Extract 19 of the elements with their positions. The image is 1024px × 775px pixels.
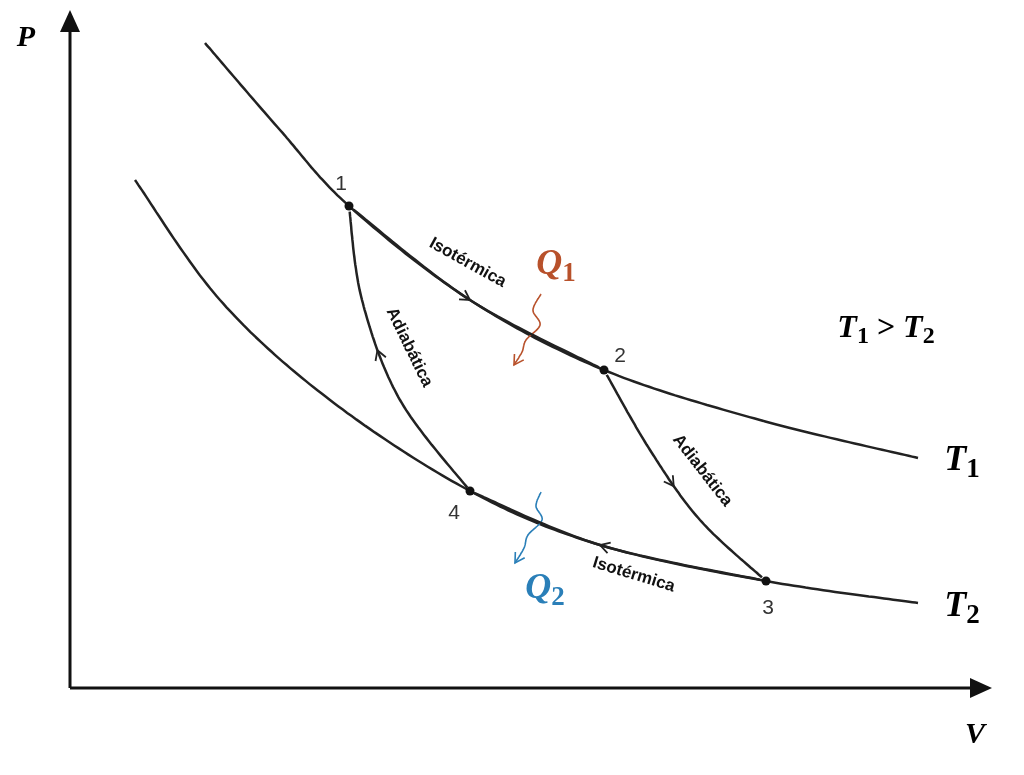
process-curve (605, 374, 763, 579)
process-curve (352, 208, 600, 369)
state-point (344, 201, 354, 211)
process-curve (348, 211, 469, 489)
state-point (465, 486, 475, 496)
point-number: 2 (614, 343, 626, 365)
symbol-label: Q$_{1}$ (536, 244, 576, 280)
point-number: 1 (335, 171, 347, 193)
symbol-label: T$_{2}$ (944, 586, 980, 622)
symbol-label: T$_{1}$ (944, 440, 980, 476)
state-point (599, 365, 609, 375)
point-number: 3 (762, 595, 774, 617)
symbol-label: T$_{1}$ > T$_{2}$ (837, 310, 935, 342)
symbol-label: Q$_{2}$ (525, 568, 565, 604)
symbol-label: V (965, 718, 985, 748)
symbol-label: P (16, 21, 36, 51)
state-point (761, 576, 771, 586)
process-curve (474, 491, 760, 581)
point-number: 4 (448, 500, 460, 522)
